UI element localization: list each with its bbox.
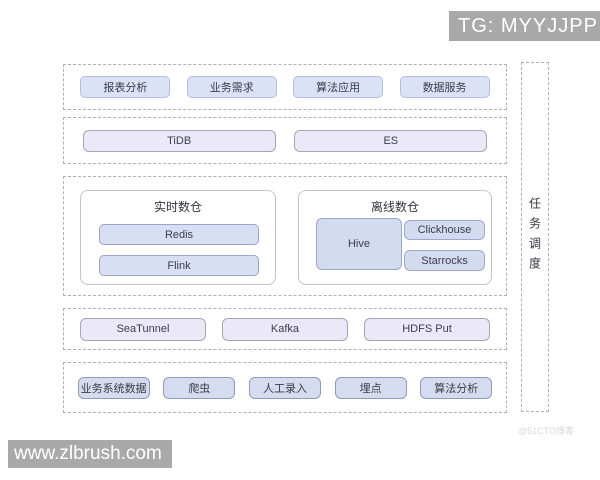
site-watermark-text: www.zlbrush.com: [14, 443, 162, 464]
flink-box: Flink: [99, 255, 259, 276]
query-storage-layer: TiDB ES: [63, 117, 507, 164]
redis-box: Redis: [99, 224, 259, 245]
crawler-box: 爬虫: [163, 376, 236, 399]
site-watermark-bar: www.zlbrush.com: [8, 440, 172, 468]
data-service-box: 数据服务: [399, 76, 490, 98]
tracking-point-box: 埋点: [334, 376, 407, 399]
algorithm-analysis-box: 算法分析: [420, 376, 493, 399]
realtime-warehouse-title: 实时数仓: [153, 200, 202, 214]
starrocks-box: Starrocks: [404, 250, 485, 271]
tidb-box: TiDB: [82, 129, 276, 152]
hdfs-put-box: HDFS Put: [364, 317, 490, 341]
application-layer: 报表分析 业务需求 算法应用 数据服务: [63, 64, 507, 110]
tg-badge-text: TG: MYYJJPP: [458, 14, 598, 37]
report-analysis-box: 报表分析: [80, 76, 171, 98]
hive-box: Hive: [316, 218, 402, 270]
realtime-warehouse-panel: 实时数仓 Redis Flink: [80, 190, 276, 285]
data-source-layer: 业务系统数据 爬虫 人工录入 埋点 算法分析: [63, 362, 507, 413]
seatunnel-box: SeaTunnel: [80, 317, 206, 341]
ingestion-layer: SeaTunnel Kafka HDFS Put: [63, 308, 507, 350]
business-requirement-box: 业务需求: [186, 76, 277, 98]
clickhouse-box: Clickhouse: [404, 220, 485, 240]
offline-warehouse-title: 离线数仓: [370, 200, 419, 214]
credit-watermark: @51CTO博客: [518, 426, 574, 436]
manual-entry-box: 人工录入: [248, 376, 321, 399]
task-scheduler-label: 任务调度: [527, 197, 542, 277]
warehouse-layer: 实时数仓 Redis Flink 离线数仓 Hive Clickhouse St…: [63, 176, 507, 296]
es-box: ES: [294, 129, 488, 152]
business-system-data-box: 业务系统数据: [77, 376, 150, 399]
task-scheduler-panel: 任务调度: [521, 62, 549, 412]
tg-badge: TG: MYYJJPP: [449, 11, 600, 41]
kafka-box: Kafka: [222, 317, 348, 341]
offline-warehouse-panel: 离线数仓 Hive Clickhouse Starrocks: [298, 190, 492, 285]
algorithm-application-box: 算法应用: [293, 76, 384, 98]
